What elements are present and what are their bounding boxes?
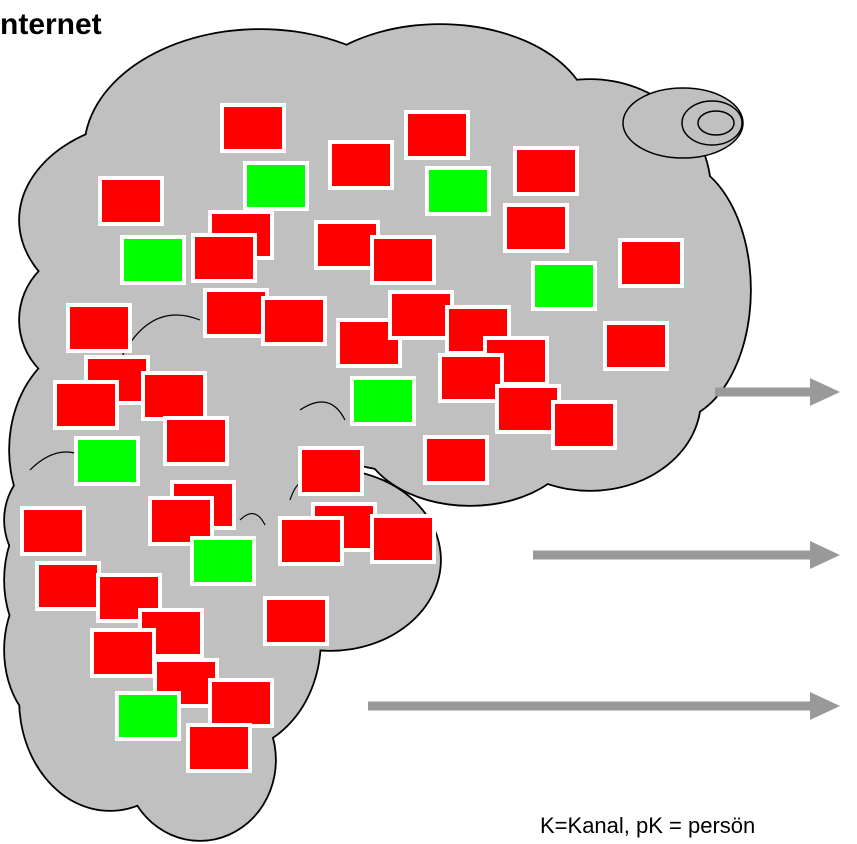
red-node	[98, 176, 164, 226]
red-node	[186, 723, 252, 773]
diagram-title: nternet	[0, 8, 102, 41]
red-node	[261, 296, 327, 346]
red-node	[404, 110, 470, 160]
red-node	[35, 561, 101, 611]
cloud-inner-arc	[239, 513, 266, 526]
green-node	[531, 261, 597, 311]
arrow-head	[810, 378, 840, 406]
green-node	[74, 436, 140, 486]
node-group	[20, 103, 684, 773]
red-node	[263, 596, 329, 646]
red-node	[220, 103, 286, 153]
footnote-text: K=Kanal, pK = persön	[540, 813, 756, 838]
arrow-group	[368, 378, 840, 720]
red-node	[53, 380, 119, 430]
red-node	[370, 235, 436, 285]
red-node	[208, 678, 274, 728]
green-node	[350, 376, 416, 426]
red-node	[278, 516, 344, 566]
red-node	[66, 303, 132, 353]
red-node	[163, 416, 229, 466]
arrow-head	[810, 692, 840, 720]
red-node	[298, 446, 364, 496]
green-node	[425, 166, 491, 216]
cloud-inner-arc	[299, 401, 346, 421]
arrow-head	[810, 541, 840, 569]
red-node	[141, 371, 207, 421]
red-node	[203, 288, 269, 338]
red-node	[423, 435, 489, 485]
red-node	[513, 146, 579, 196]
red-node	[388, 290, 454, 340]
red-node	[314, 220, 380, 270]
red-node	[438, 353, 504, 403]
red-node	[370, 514, 436, 564]
red-node	[20, 506, 86, 556]
red-node	[551, 400, 617, 450]
red-node	[191, 233, 257, 283]
green-node	[190, 536, 256, 586]
green-node	[115, 691, 181, 741]
green-node	[120, 235, 186, 285]
red-node	[495, 384, 561, 434]
red-node	[503, 203, 569, 253]
red-node	[603, 321, 669, 371]
red-node	[618, 238, 684, 288]
green-node	[243, 161, 309, 211]
red-node	[328, 140, 394, 190]
cloud-ear	[622, 87, 744, 159]
red-node	[90, 628, 156, 678]
